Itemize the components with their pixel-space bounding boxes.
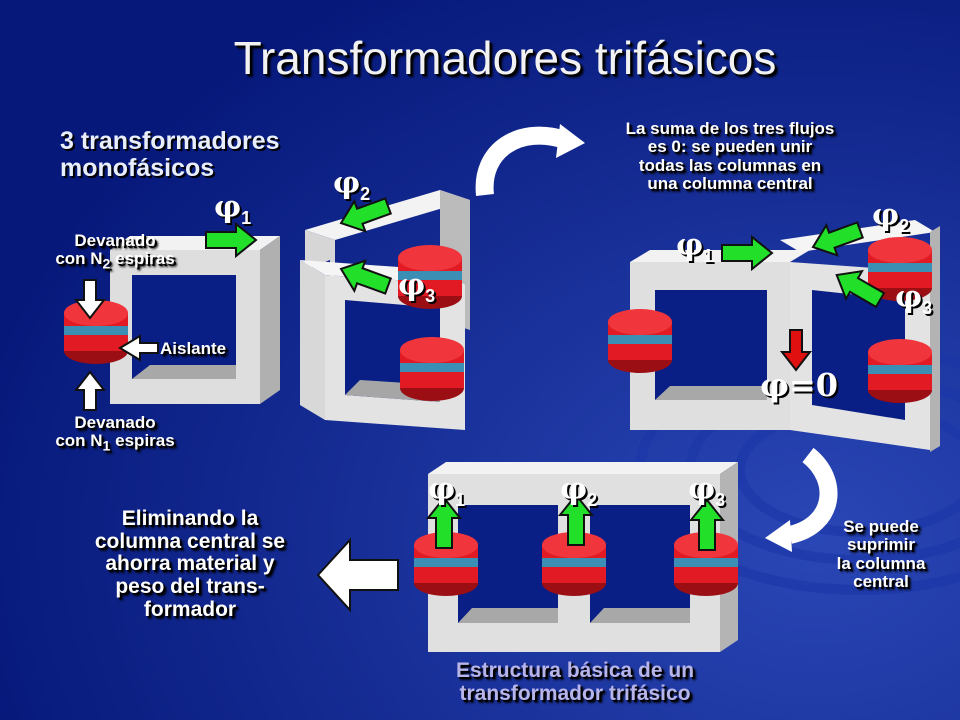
zero-value: =0 — [788, 366, 839, 404]
winding-n2-end: espiras — [110, 249, 175, 269]
saving-note-line: peso del trans- — [115, 575, 265, 599]
winding-n2-sub: 2 — [102, 256, 111, 273]
flux-index: 3 — [715, 490, 726, 510]
flux-index: 2 — [587, 490, 598, 510]
subtitle-line-1: 3 transformadores — [60, 127, 280, 155]
flux-symbol: φ — [214, 190, 242, 225]
winding-n1-end: espiras — [110, 431, 175, 451]
zero-flux-label: φ=0 — [760, 368, 838, 403]
merged-core — [608, 213, 940, 452]
flux-symbol: φ — [333, 166, 361, 201]
flux-3-label: φ3 — [398, 268, 436, 306]
curved-arrow-top — [475, 124, 585, 196]
three-phase-flux-2-label: φ2 — [560, 472, 598, 510]
flux-symbol: φ — [895, 280, 923, 315]
flux-symbol: φ — [688, 472, 716, 507]
three-phase-core — [414, 462, 738, 652]
winding-n2-label: Devanado con N2 espiras — [40, 231, 190, 273]
suppress-note-line: suprimir — [846, 535, 916, 555]
winding-n2-arrow — [73, 279, 107, 320]
suppress-note: Se puede suprimir la columna central — [806, 517, 956, 592]
suppress-note-line: central — [853, 572, 909, 592]
flux-symbol: φ — [560, 472, 588, 507]
saving-note-line: Eliminando la — [121, 507, 259, 530]
single-phase-core — [64, 223, 280, 411]
flux-index: 3 — [425, 286, 436, 306]
winding-n1-label: Devanado con N1 espiras — [40, 413, 190, 455]
sum-note-line: es 0: se pueden unir — [647, 137, 813, 157]
winding-n2-line-2: con N2 espiras — [40, 250, 190, 273]
structure-caption: Estructura básica de un transformador tr… — [400, 659, 750, 705]
sum-note: La suma de los tres flujos es 0: se pued… — [580, 119, 880, 194]
flux-symbol: φ — [872, 198, 900, 233]
flux-symbol: φ — [428, 472, 456, 507]
winding-n1-sub: 1 — [102, 438, 111, 455]
flux-index: 2 — [899, 216, 910, 236]
caption-line: transformador trifásico — [459, 681, 691, 705]
saving-note-line: formador — [143, 597, 237, 621]
caption-line: Estructura básica de un — [455, 659, 695, 682]
saving-note-line: columna central se — [94, 529, 286, 553]
insulator-arrow — [118, 334, 159, 362]
winding-n1-line-2: con N1 espiras — [40, 432, 190, 455]
flux-2-label: φ2 — [333, 166, 371, 204]
suppress-note-line: la columna — [836, 553, 926, 573]
subtitle-line-2: monofásicos — [60, 154, 215, 182]
stacked-cores — [300, 189, 470, 430]
insulator-label: Aislante — [160, 339, 227, 358]
flux-symbol: φ — [676, 228, 704, 263]
flux-1-label: φ1 — [214, 190, 252, 228]
winding-n2-text: con N — [55, 249, 103, 269]
flux-symbol: φ — [760, 366, 789, 404]
sum-note-line: una columna central — [647, 174, 813, 194]
page-title: Transformadores trifásicos — [233, 32, 777, 84]
curved-arrow-right — [765, 447, 838, 552]
sum-note-line: La suma de los tres flujos — [625, 119, 835, 138]
winding-n2-line-1: Devanado — [74, 231, 156, 250]
merged-flux-2-label: φ2 — [872, 198, 910, 236]
saving-note-line: ahorra material y — [105, 552, 275, 576]
three-phase-flux-3-label: φ3 — [688, 472, 726, 510]
winding-n1-text: con N — [55, 431, 103, 451]
merged-flux-1-label: φ1 — [676, 228, 714, 266]
saving-note: Eliminando la columna central se ahorra … — [60, 507, 320, 621]
suppress-note-line: Se puede — [843, 517, 919, 536]
three-phase-flux-1-label: φ1 — [428, 472, 466, 510]
flux-symbol: φ — [398, 268, 426, 303]
flux-index: 1 — [703, 246, 714, 266]
winding-n1-line-1: Devanado — [74, 413, 156, 432]
winding-n1-arrow — [73, 370, 107, 411]
flux-index: 1 — [241, 208, 252, 228]
flux-index: 3 — [922, 298, 933, 318]
left-arrow — [316, 537, 399, 613]
flux-index: 1 — [455, 490, 466, 510]
merged-flux-3-label: φ3 — [895, 280, 933, 318]
zero-flux-arrow — [779, 329, 813, 372]
sum-note-line: todas las columnas en — [638, 155, 822, 175]
subtitle: 3 transformadores monofásicos — [60, 128, 280, 182]
flux-index: 2 — [360, 184, 371, 204]
